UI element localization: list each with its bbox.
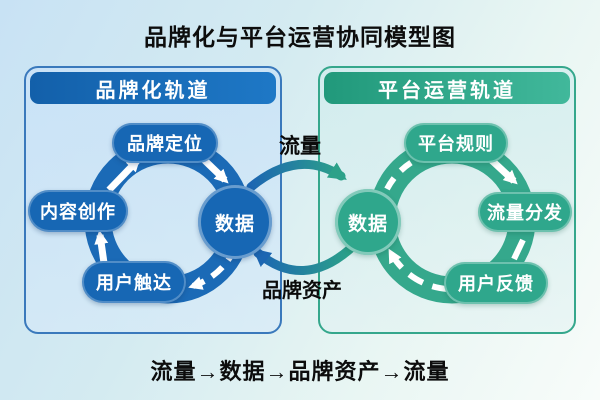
node-traffic-distribution: 流量分发 (478, 192, 572, 232)
node-content-creation: 内容创作 (28, 190, 128, 232)
brand-assets-flow-label: 品牌资产 (262, 280, 342, 302)
traffic-flow-label: 流量 (279, 135, 321, 158)
node-data-branding: 数据 (198, 185, 272, 259)
node-platform-rules: 平台规则 (404, 123, 508, 163)
node-data-platform: 数据 (335, 189, 401, 255)
branding-track-header: 品牌化轨道 (30, 72, 276, 104)
node-user-reach: 用户触达 (82, 261, 186, 303)
node-brand-positioning: 品牌定位 (112, 123, 218, 163)
platform-track-header: 平台运营轨道 (324, 72, 570, 104)
page-title: 品牌化与平台运营协同模型图 (144, 24, 456, 50)
node-user-feedback: 用户反馈 (444, 262, 548, 304)
cycle-formula: 流量→数据→品牌资产→流量 (150, 359, 450, 384)
